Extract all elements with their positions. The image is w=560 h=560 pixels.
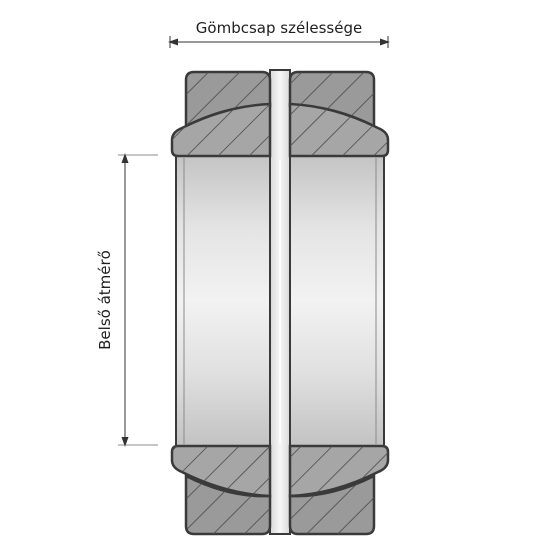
inner-ring-bottom-left-hatch [172,446,270,496]
inner-diameter-arrow-top [121,153,129,163]
width-label: Gömbcsap szélessége [196,19,362,37]
inner-ring-top [170,102,390,158]
outer-ring-top-left-hatch [186,72,270,126]
inner-ring-top-right-hatch [290,104,388,156]
width-dimension: Gömbcsap szélessége [168,19,390,48]
outer-ring-top-right-hatch [290,72,374,126]
inner-diameter-label: Belső átmérő [96,250,114,350]
inner-diameter-dimension: Belső átmérő [96,153,158,447]
outer-ring-bottom [184,473,376,536]
bore-surface [175,69,385,535]
width-arrow-right [380,38,390,46]
inner-ring-top-left-hatch [172,104,270,156]
outer-ring-bottom-left-hatch [186,476,270,534]
outer-ring-top [184,70,376,129]
outer-ring-bottom-right-hatch [290,476,374,534]
inner-diameter-arrow-bottom [121,437,129,447]
inner-ring-bottom-right-hatch [290,446,388,496]
width-arrow-left [168,38,178,46]
inner-ring-bottom [170,444,390,498]
bore-right-half [287,155,385,447]
bore-left-half [175,155,273,447]
